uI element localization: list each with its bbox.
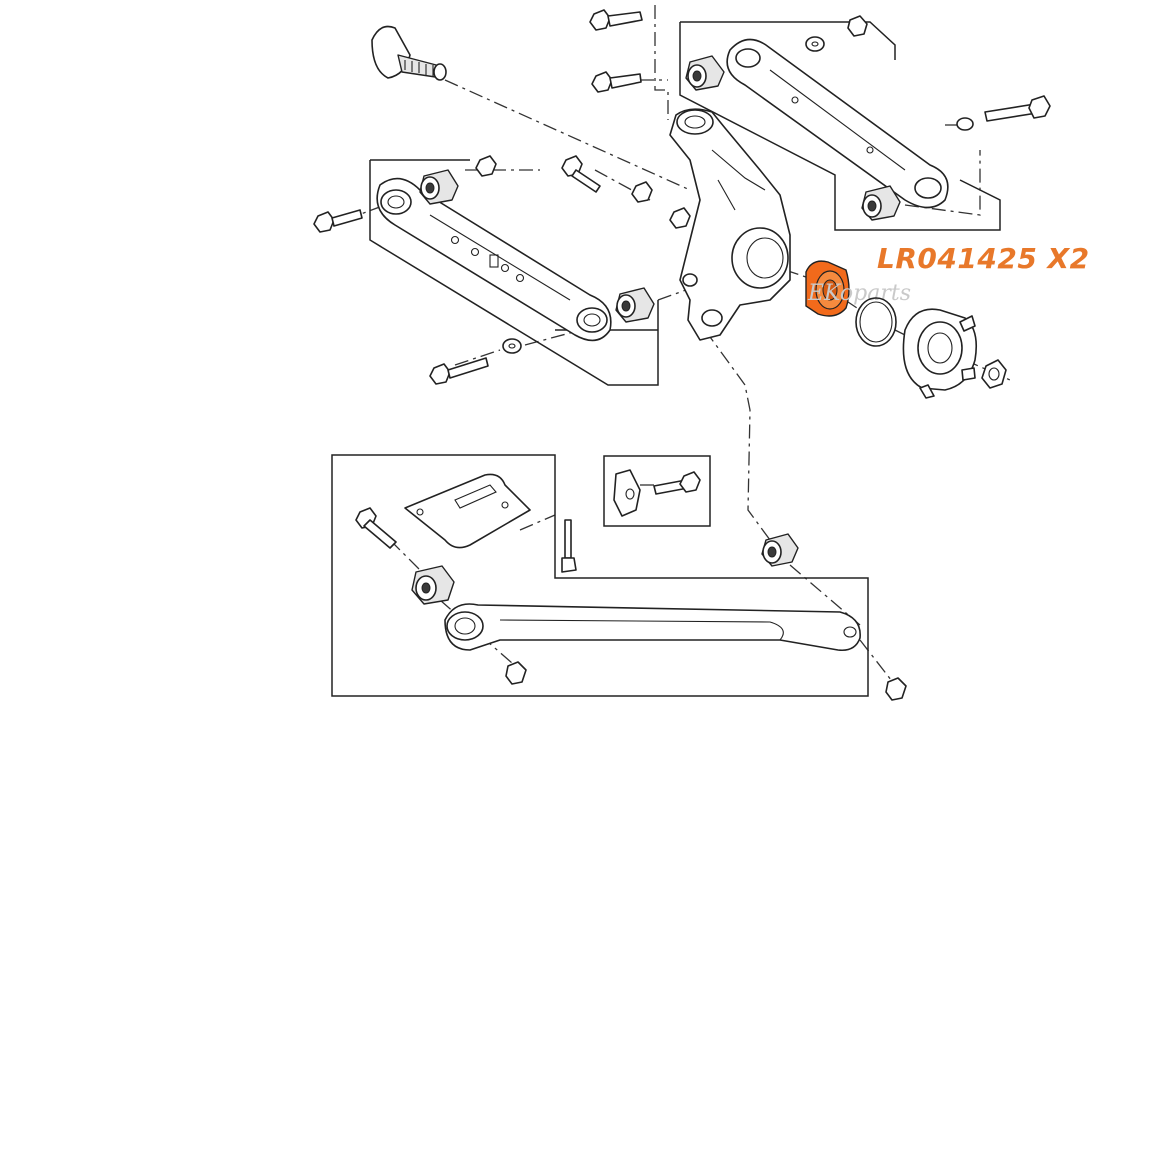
knuckle-stud-nut <box>669 207 691 229</box>
part-number-callout: LR041425 X2 <box>877 242 1090 275</box>
wheel-hub <box>902 308 978 399</box>
hub-nut <box>981 359 1007 389</box>
trailing-arm-nut-front <box>505 661 527 685</box>
knuckle <box>669 108 791 341</box>
lateral-arm-bolt-lower <box>429 357 489 385</box>
lateral-arm-bushing-lower <box>615 287 655 323</box>
upper-arm-nut <box>847 15 868 37</box>
top-bolt-lower <box>591 71 642 93</box>
upper-arm-bolt <box>956 95 1051 131</box>
upper-arm-washer <box>805 36 825 52</box>
mounting-plate <box>404 473 531 549</box>
plate-bolt-vertical <box>561 519 577 573</box>
trailing-arm <box>444 603 861 652</box>
upper-arm-bushing-inner <box>685 55 725 91</box>
knuckle-nut <box>631 181 653 203</box>
watermark-text: EKoparts <box>807 281 911 306</box>
snap-ring <box>855 297 897 347</box>
trailing-arm-bolt <box>355 507 397 549</box>
inset-bracket <box>613 469 641 517</box>
lower-lateral-arm <box>376 177 612 342</box>
group-frames <box>331 21 1001 697</box>
trailing-arm-bushing-rear <box>761 533 799 567</box>
knuckle-small-bolt <box>561 155 601 193</box>
lateral-arm-washer <box>502 338 522 354</box>
top-bolt-upper <box>589 9 643 31</box>
trailing-arm-bushing-front <box>411 565 455 605</box>
drive-shaft-end <box>371 25 447 81</box>
lateral-arm-nut <box>475 155 497 177</box>
wheel-bearing-highlighted <box>805 260 850 317</box>
assembly-guide-lines <box>344 5 1011 686</box>
upper-arm-bushing-outer <box>861 185 901 221</box>
inset-bolt <box>653 471 701 495</box>
trailing-arm-nut-rear <box>885 677 907 701</box>
upper-control-arm <box>726 38 949 209</box>
lateral-arm-bolt-upper <box>313 209 363 233</box>
lateral-arm-bushing-upper <box>419 169 459 205</box>
